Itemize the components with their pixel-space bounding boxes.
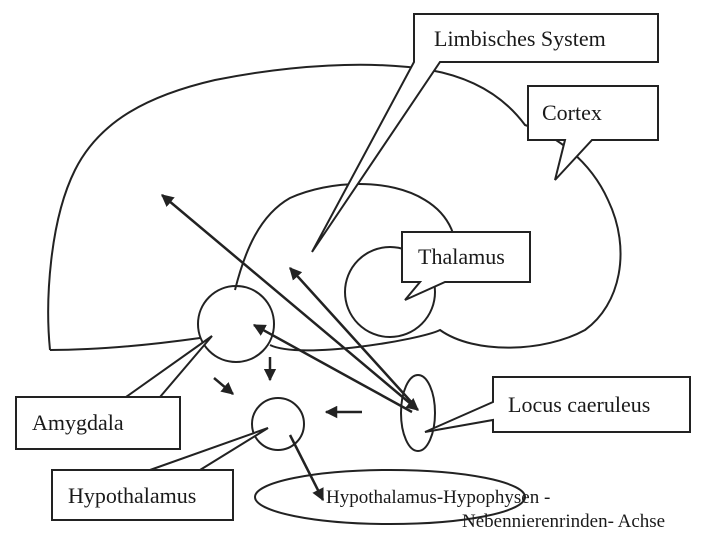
arrow-hypothalamus-to-hpa	[290, 435, 323, 500]
label-hypothalamus: Hypothalamus	[68, 483, 196, 508]
arrow-lc-to-cortex	[162, 195, 418, 410]
label-amygdala: Amygdala	[32, 410, 124, 435]
label-hpa-line1: Hypothalamus-Hypophysen -	[326, 487, 550, 508]
label-limbisches-system: Limbisches System	[434, 26, 606, 51]
label-locus-caeruleus: Locus caeruleus	[508, 392, 650, 417]
amygdala-shape	[198, 286, 274, 362]
arrow-small-1	[214, 378, 233, 394]
label-cortex: Cortex	[542, 100, 602, 125]
label-thalamus: Thalamus	[418, 244, 505, 269]
cortex-lower-edge	[50, 338, 200, 350]
hypothalamus-shape	[252, 398, 304, 450]
label-hpa-line2: Nebennierenrinden- Achse	[462, 511, 665, 532]
locus-caeruleus-shape	[401, 375, 435, 451]
